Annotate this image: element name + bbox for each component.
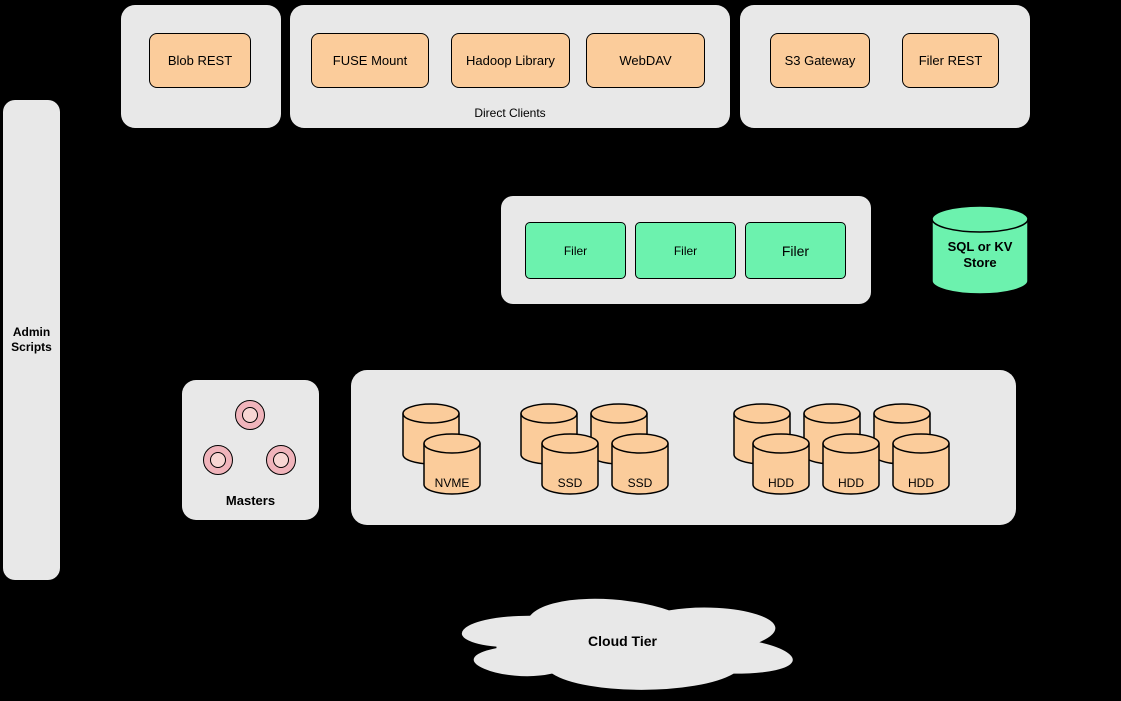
admin-scripts-label: Admin Scripts (11, 325, 52, 355)
ssd-disk-cylinder: SSD (611, 433, 669, 495)
filer-node-3: Filer (745, 222, 846, 279)
sql-kv-store-label: SQL or KV Store (931, 205, 1029, 295)
disk-cylinder-icon (822, 433, 880, 495)
filer-group: Filer Filer Filer (501, 196, 871, 304)
sql-kv-store-cylinder: SQL or KV Store (931, 205, 1029, 295)
hdd-label: HDD (838, 476, 864, 490)
hadoop-library-node: Hadoop Library (451, 33, 570, 88)
disk-cylinder-icon (892, 433, 950, 495)
webdav-node: WebDAV (586, 33, 705, 88)
cloud-icon (460, 597, 795, 692)
filer-rest-node: Filer REST (902, 33, 999, 88)
direct-clients-label: Direct Clients (474, 106, 546, 120)
gateway-group: S3 Gateway Filer REST (740, 5, 1030, 128)
ssd-label: SSD (557, 476, 583, 490)
hdd-disk-cylinder: HDD (822, 433, 880, 495)
admin-scripts-line1: Admin (12, 325, 51, 339)
blob-rest-group: Blob REST (121, 5, 281, 128)
hdd-label: HDD (768, 476, 794, 490)
hdd-label: HDD (908, 476, 934, 490)
filer-node-1: Filer (525, 222, 626, 279)
disk-cylinder-icon (541, 433, 599, 495)
nvme-label: NVME (434, 476, 470, 490)
volume-servers-group: NVME SSD SSD (351, 370, 1016, 525)
nvme-disk-cylinder: NVME (423, 433, 481, 495)
hdd-disk-cylinder: HDD (892, 433, 950, 495)
admin-scripts-line2: Scripts (11, 340, 52, 354)
master-node-icon (235, 400, 265, 430)
s3-gateway-node: S3 Gateway (770, 33, 870, 88)
disk-cylinder-icon (423, 433, 481, 495)
fuse-mount-node: FUSE Mount (311, 33, 429, 88)
master-node-icon (266, 445, 296, 475)
filer-node-2: Filer (635, 222, 736, 279)
ssd-label: SSD (627, 476, 653, 490)
cloud-tier-shape: Cloud Tier (435, 586, 810, 698)
hdd-disk-cylinder: HDD (752, 433, 810, 495)
blob-rest-node: Blob REST (149, 33, 251, 88)
masters-group: Masters (182, 380, 319, 520)
masters-label: Masters (225, 493, 276, 508)
sql-store-line2: Store (963, 255, 997, 270)
master-node-icon (203, 445, 233, 475)
direct-clients-group: FUSE Mount Hadoop Library WebDAV Direct … (290, 5, 730, 128)
sql-store-line1: SQL or KV (947, 238, 1013, 254)
disk-cylinder-icon (611, 433, 669, 495)
ssd-disk-cylinder: SSD (541, 433, 599, 495)
disk-cylinder-icon (752, 433, 810, 495)
master-node-core-icon (210, 452, 226, 468)
cloud-tier-label: Cloud Tier (588, 633, 657, 649)
master-node-core-icon (273, 452, 289, 468)
admin-scripts-bar: Admin Scripts (3, 100, 60, 580)
database-cylinder-icon (931, 205, 1029, 295)
master-node-core-icon (242, 407, 258, 423)
